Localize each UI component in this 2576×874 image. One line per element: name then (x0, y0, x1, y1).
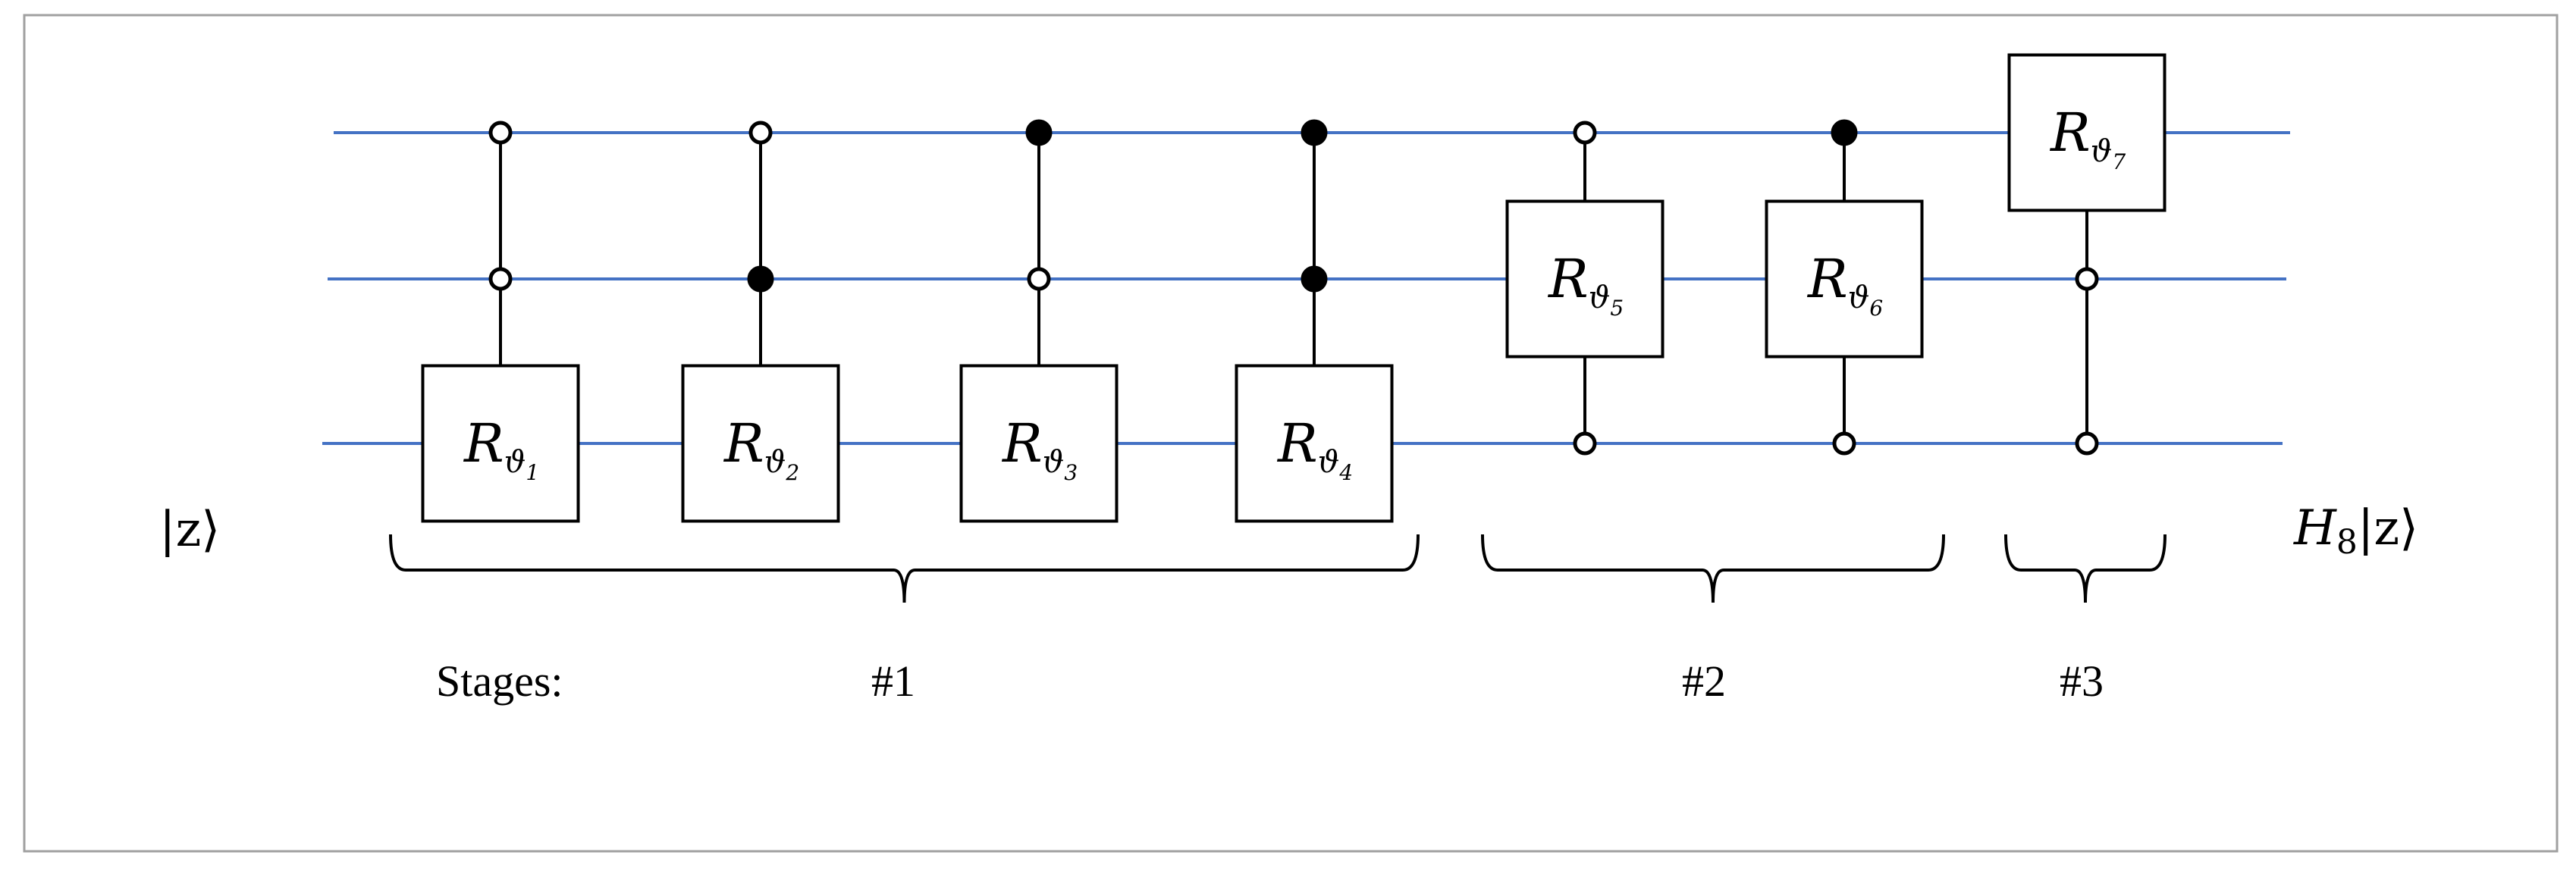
stage-brace-2 (1481, 534, 1945, 603)
gate-symbol: R (1806, 248, 1848, 310)
gate-5: Rϑ5 (1505, 121, 1665, 456)
filled-control-dot (1831, 119, 1858, 146)
gate-parameter: ϑ (1043, 445, 1065, 480)
gate-symbol: R (723, 412, 764, 475)
diagram-frame (23, 14, 2559, 853)
gate-index: 1 (526, 460, 539, 485)
open-control-dot (748, 121, 773, 145)
stage-label-3: #3 (2060, 656, 2104, 706)
open-control-dot (1832, 431, 1856, 456)
gate-symbol: R (1276, 412, 1318, 475)
input-state-label: |z⟩ (159, 502, 220, 558)
gate-6: Rϑ6 (1765, 119, 1924, 456)
stage-braces (389, 534, 2167, 603)
gate-index: 6 (1869, 296, 1883, 321)
gate-parameter: ϑ (2091, 134, 2113, 169)
rotation-gate-box (2007, 53, 2167, 212)
gate-parameter: ϑ (1589, 280, 1611, 315)
gate-parameter: ϑ (1848, 280, 1870, 315)
gate-label: Rϑ5 (1547, 248, 1624, 321)
gate-7: Rϑ7 (2007, 53, 2167, 456)
output-state-label: H8|z⟩ (2293, 500, 2418, 562)
filled-control-dot (1301, 119, 1328, 146)
open-control-dot (2075, 431, 2099, 456)
gate-symbol: R (1001, 412, 1043, 475)
output-operator-subscript: 8 (2336, 523, 2358, 562)
gate-symbol: R (1547, 248, 1589, 310)
rotation-gate-box (421, 364, 580, 523)
gate-index: 4 (1338, 460, 1353, 485)
filled-control-dot (1301, 265, 1328, 293)
gate-4: Rϑ4 (1235, 119, 1394, 523)
filled-control-dot (1025, 119, 1053, 146)
stage-label-1: #1 (871, 656, 915, 706)
gate-parameter: ϑ (764, 445, 786, 480)
output-state-ket: |z⟩ (2358, 500, 2418, 556)
gate-index: 3 (1064, 460, 1078, 485)
rotation-gate-box (1505, 199, 1665, 359)
rotation-gate-box (1235, 364, 1394, 523)
stages-caption: Stages: (436, 656, 563, 706)
gate-label: Rϑ6 (1806, 248, 1883, 321)
gate-3: Rϑ3 (959, 119, 1119, 523)
gate-label: Rϑ4 (1276, 412, 1353, 485)
open-control-dot (1027, 267, 1051, 291)
rotation-gate-box (959, 364, 1119, 523)
gate-label: Rϑ2 (723, 412, 799, 485)
gate-index: 2 (785, 460, 799, 485)
filled-control-dot (747, 265, 774, 293)
rotation-gate-box (1765, 199, 1924, 359)
gate-index: 7 (2112, 149, 2126, 174)
gate-parameter: ϑ (504, 445, 526, 480)
stage-label-2: #2 (1682, 656, 1726, 706)
gate-1: Rϑ1 (421, 121, 580, 523)
gate-symbol: R (2049, 102, 2091, 164)
gate-symbol: R (463, 412, 504, 475)
open-control-dot (2075, 267, 2099, 291)
gate-index: 5 (1610, 296, 1624, 321)
open-control-dot (1573, 121, 1597, 145)
rotation-gate-box (681, 364, 840, 523)
gate-2: Rϑ2 (681, 121, 840, 523)
gate-label: Rϑ1 (463, 412, 539, 485)
open-control-dot (488, 267, 513, 291)
gate-label: Rϑ3 (1001, 412, 1078, 485)
open-control-dot (488, 121, 513, 145)
input-state-ket: |z⟩ (159, 502, 220, 558)
stage-brace-1 (389, 534, 1420, 603)
gate-label: Rϑ7 (2049, 102, 2126, 174)
stage-brace-3 (2004, 534, 2167, 603)
gate-parameter: ϑ (1318, 445, 1340, 480)
output-operator: H (2293, 500, 2337, 556)
open-control-dot (1573, 431, 1597, 456)
